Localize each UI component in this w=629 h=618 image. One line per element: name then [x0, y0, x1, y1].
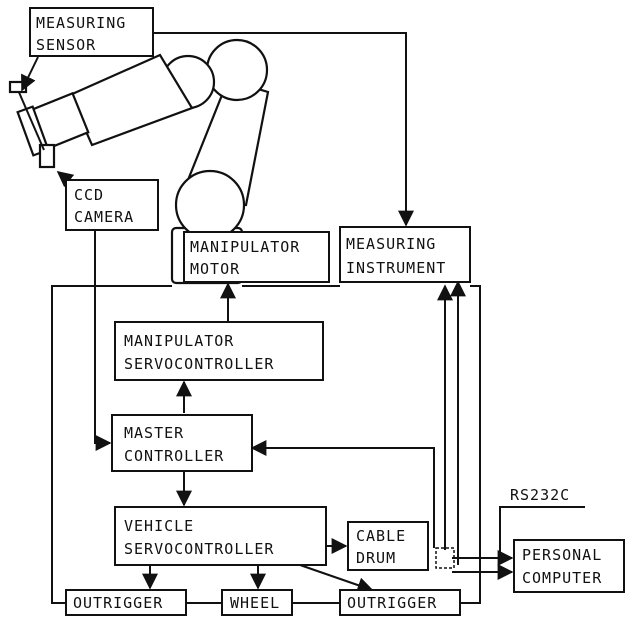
personal-computer-line1: PERSONAL [522, 546, 602, 564]
outrigger-left-label: OUTRIGGER [73, 594, 163, 612]
edge-camera-to-master [94, 230, 112, 451]
vehicle-servocontroller-line1: VEHICLE [124, 517, 194, 535]
personal-computer-line2: COMPUTER [522, 569, 602, 587]
master-controller-line1: MASTER [124, 424, 184, 442]
node-outrigger-right: OUTRIGGER [339, 589, 461, 616]
ccd-camera-line2: CAMERA [74, 208, 134, 226]
node-manipulator-motor: MANIPULATOR MOTOR [183, 231, 330, 283]
node-manipulator-servocontroller: MANIPULATOR SERVOCONTROLLER [114, 321, 324, 381]
edge-drum-to-master [250, 440, 435, 548]
edge-sensor-to-instrument [153, 32, 414, 227]
node-master-controller: MASTER CONTROLLER [111, 414, 253, 472]
measuring-instrument-line1: MEASURING [346, 235, 436, 253]
measuring-sensor-line1: MEASURING [36, 14, 126, 32]
cable-drum-line2: DRUM [356, 549, 396, 567]
measuring-instrument-line2: INSTRUMENT [346, 259, 446, 277]
edge-sensor-pointer [21, 56, 39, 92]
node-measuring-sensor: MEASURING SENSOR [29, 7, 154, 57]
measuring-sensor-line2: SENSOR [36, 36, 96, 54]
robot-arm-illustration [8, 38, 270, 285]
vehicle-servocontroller-line2: SERVOCONTROLLER [124, 540, 274, 558]
node-outrigger-left: OUTRIGGER [65, 589, 187, 616]
wheel-label: WHEEL [230, 594, 280, 612]
rs232c-label: RS232C [510, 486, 570, 504]
manipulator-servocontroller-line1: MANIPULATOR [124, 332, 234, 350]
node-wheel: WHEEL [221, 589, 293, 616]
node-ccd-camera: CCD CAMERA [65, 179, 159, 231]
outrigger-right-label: OUTRIGGER [347, 594, 437, 612]
master-controller-line2: CONTROLLER [124, 447, 224, 465]
edge-camera-pointer [56, 171, 75, 188]
cable-drum-line1: CABLE [356, 527, 406, 545]
manipulator-motor-line2: MOTOR [190, 260, 240, 278]
node-cable-drum: CABLE DRUM [347, 521, 429, 571]
edge-vehicle-to-outrigger-right [299, 564, 374, 593]
node-vehicle-servocontroller: VEHICLE SERVOCONTROLLER [114, 506, 327, 566]
ccd-camera-line1: CCD [74, 186, 104, 204]
node-personal-computer: PERSONAL COMPUTER [513, 539, 625, 593]
manipulator-motor-line1: MANIPULATOR [190, 238, 300, 256]
edge-outrigger-right-to-bus [460, 285, 481, 604]
edge-outer-loop [51, 285, 172, 604]
node-measuring-instrument: MEASURING INSTRUMENT [339, 226, 471, 283]
connectors [21, 32, 585, 604]
manipulator-servocontroller-line2: SERVOCONTROLLER [124, 355, 274, 373]
rs232c-leader [499, 506, 585, 555]
